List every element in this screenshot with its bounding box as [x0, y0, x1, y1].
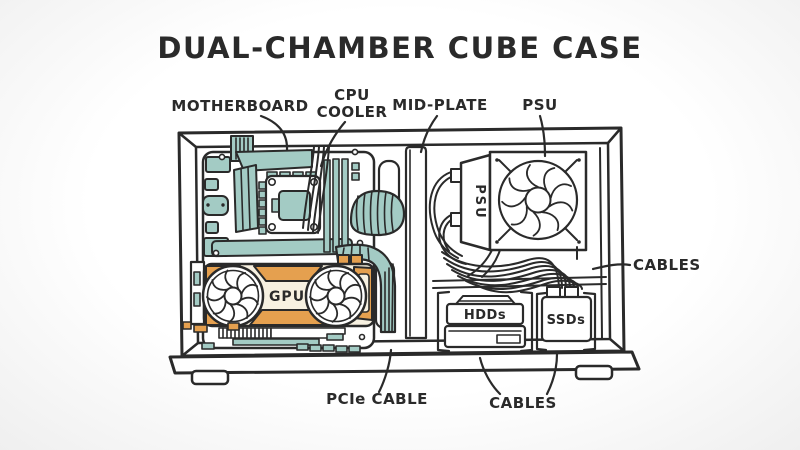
leader-motherboard	[259, 114, 289, 152]
pcie-slot	[210, 237, 354, 258]
label-cables-right: CABLES	[633, 256, 701, 274]
leader-cpu-cooler	[319, 120, 347, 168]
label-cpu-cooler-1: CPU	[334, 86, 370, 104]
ssds-label: SSDs	[547, 313, 586, 328]
leader-psu	[538, 114, 547, 158]
gpu-fan-right	[304, 264, 368, 328]
leader-pcie-cable	[377, 348, 393, 394]
gpu-label: GPU	[269, 289, 305, 305]
cpu-socket	[264, 174, 322, 235]
hdd-cage: HDDs	[436, 290, 534, 353]
cpu-cooler-tubes	[302, 146, 330, 234]
case-foot-right	[574, 364, 614, 381]
gpu-edge-connector	[182, 321, 366, 341]
label-motherboard: MOTHERBOARD	[171, 97, 308, 115]
leader-cables-bottom-right	[545, 352, 559, 396]
label-cables-bottom: CABLES	[489, 394, 557, 412]
leader-cables-bottom-left	[478, 356, 502, 396]
mid-plate	[404, 145, 428, 340]
vga-port	[202, 195, 229, 216]
leader-mid-plate	[419, 114, 439, 154]
psu-unit-label: PSU	[472, 184, 487, 219]
gpu-fan-left	[201, 264, 265, 328]
callouts: MOTHERBOARD CPU COOLER MID-PLATE PSU CAB…	[171, 86, 700, 412]
cable-coil	[349, 189, 406, 237]
psu-unit: PSU	[450, 150, 588, 252]
hdds-label: HDDs	[464, 308, 506, 323]
diagram-title: DUAL-CHAMBER CUBE CASE	[157, 31, 642, 65]
case-base	[168, 350, 641, 375]
pin-headers	[258, 181, 267, 235]
psu-fan	[497, 159, 579, 241]
gpu: GPU	[182, 260, 376, 353]
psu-cables	[428, 171, 583, 294]
ssd-cage: SSDs	[535, 286, 597, 352]
label-mid-plate: MID-PLATE	[392, 96, 487, 114]
label-pcie-cable: PCIe CABLE	[326, 390, 428, 408]
mobo-bottom-headers	[201, 338, 361, 353]
leader-cables-right	[591, 263, 632, 271]
label-cpu-cooler-2: COOLER	[317, 103, 388, 121]
label-psu: PSU	[522, 96, 557, 114]
case-foot-left	[190, 369, 230, 386]
drive-shelf	[432, 276, 607, 289]
vrm-heatsink	[233, 164, 259, 233]
case-frame	[168, 126, 641, 386]
right-chamber: PSU	[428, 147, 607, 353]
